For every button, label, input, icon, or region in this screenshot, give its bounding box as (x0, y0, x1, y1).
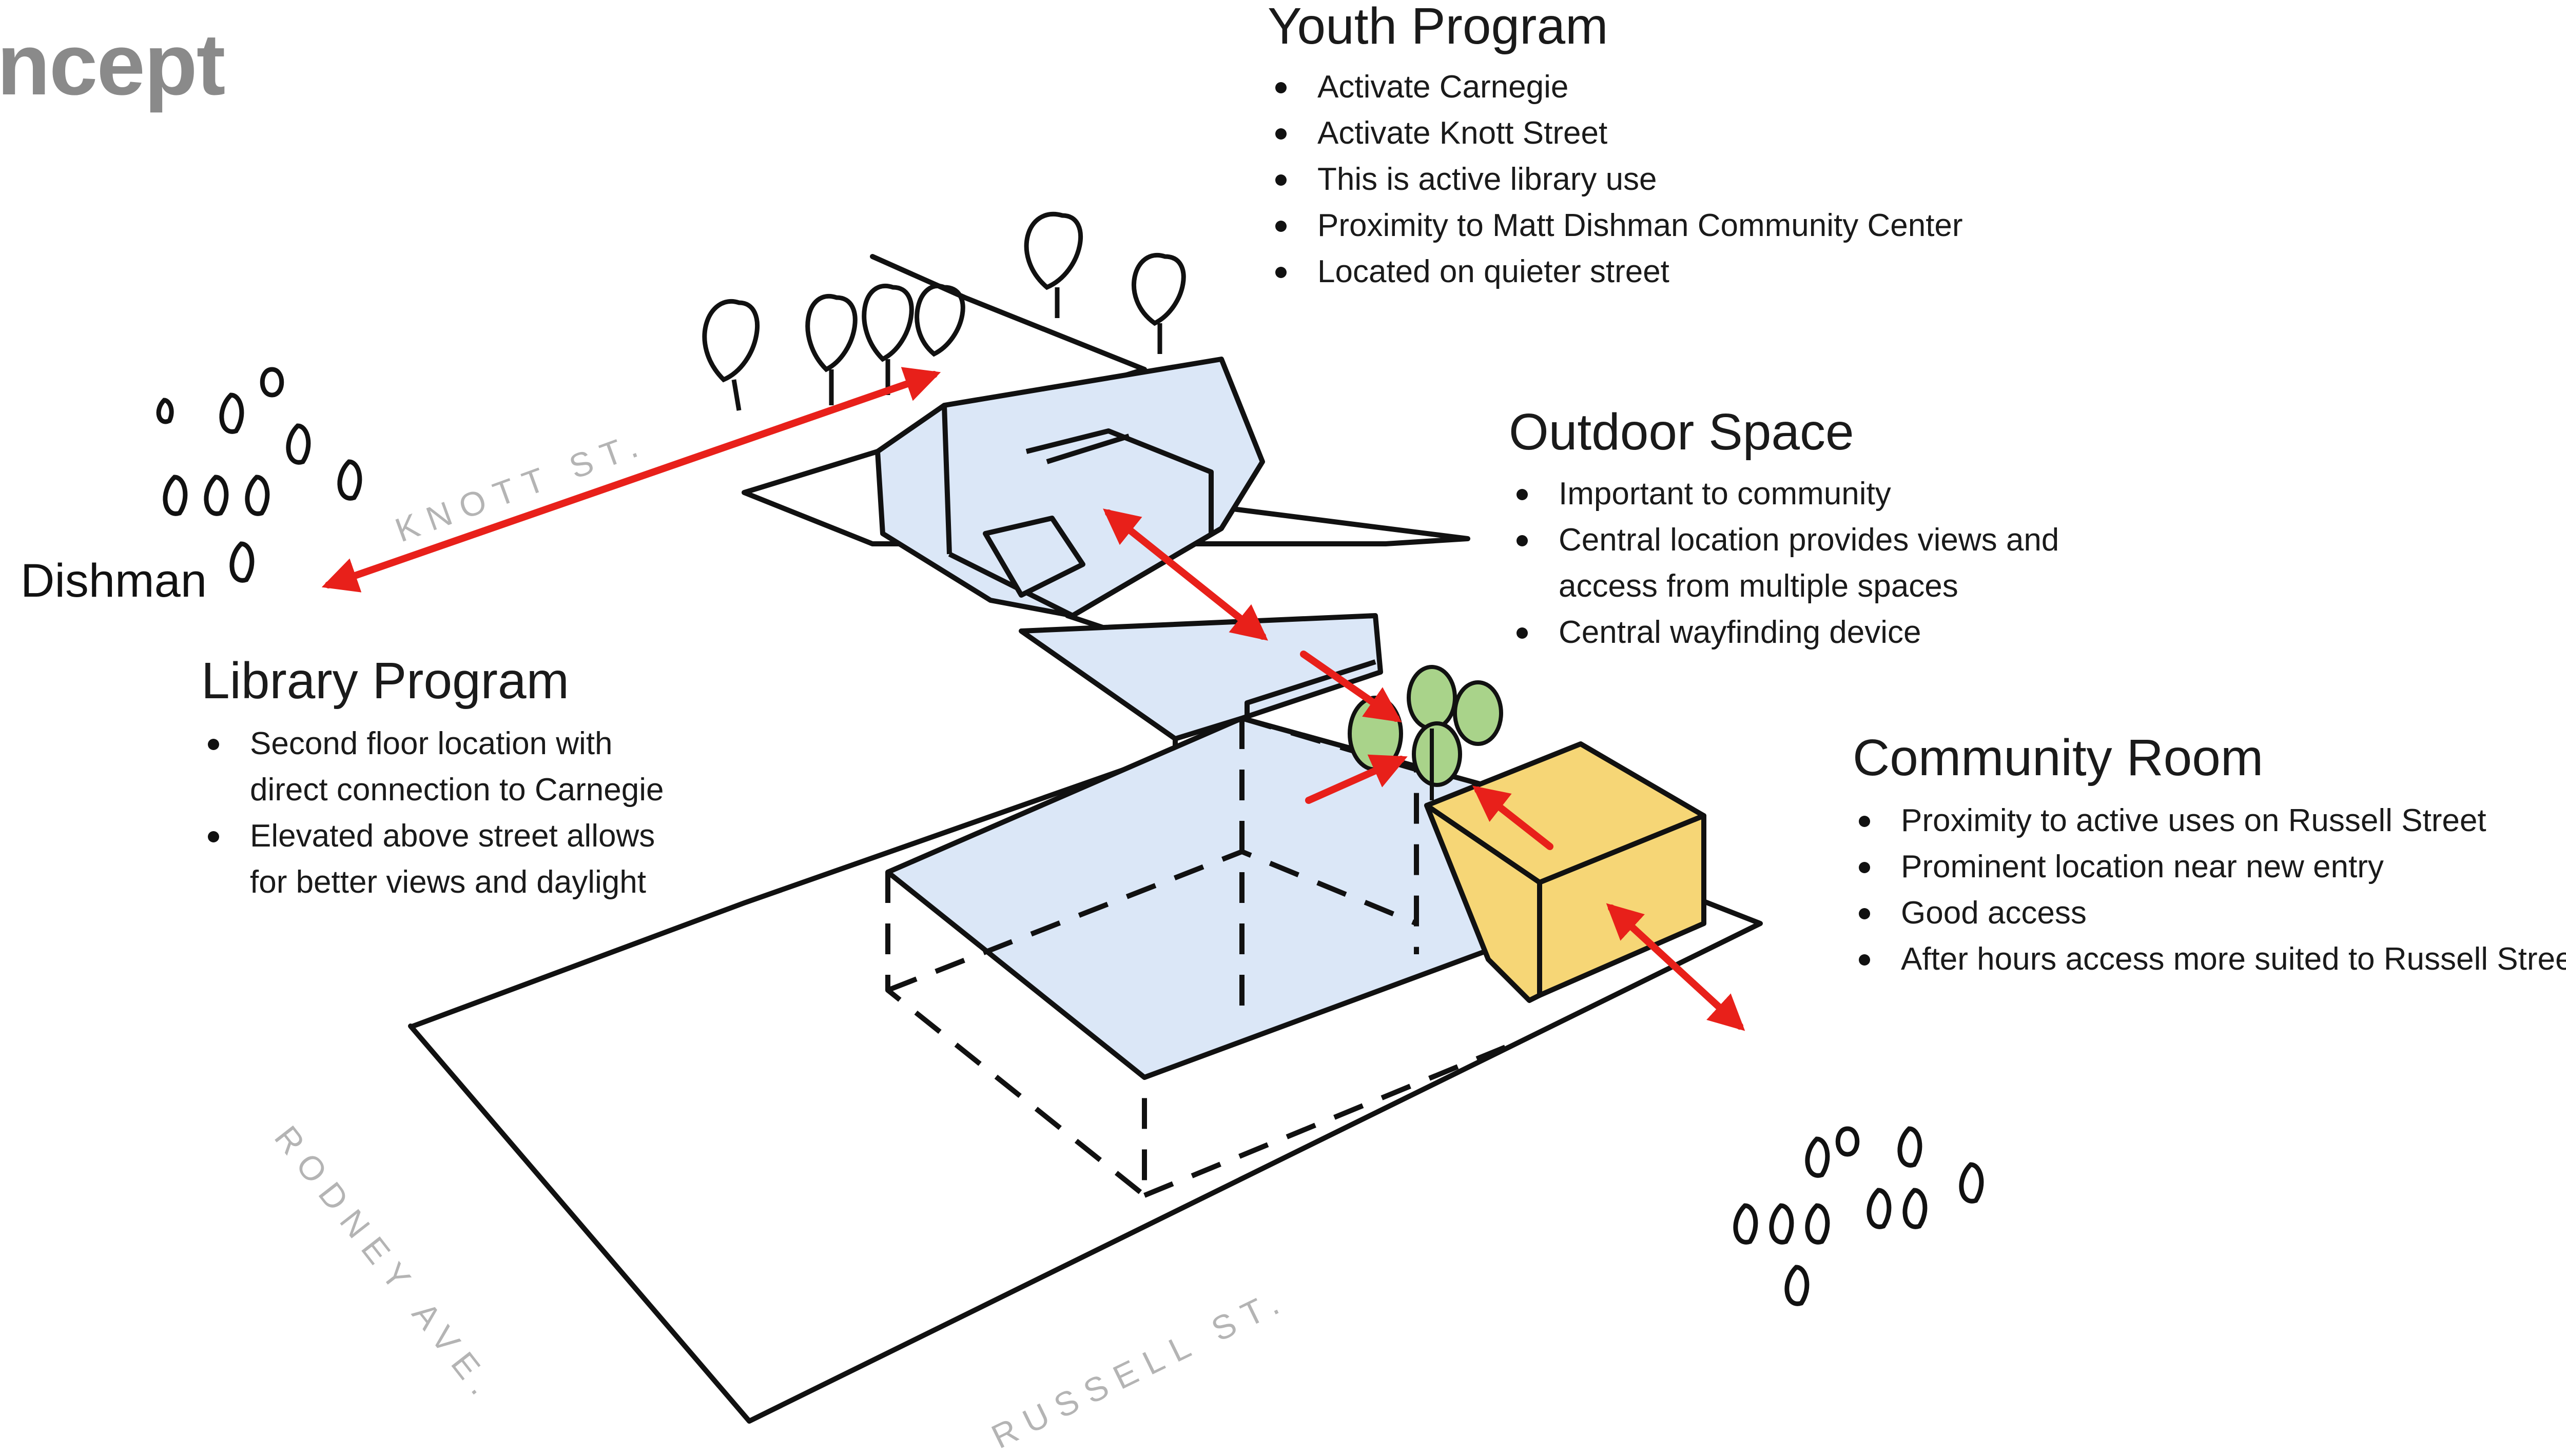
list-item: Central location provides views and (1511, 517, 2059, 563)
place-label-dishman: Dishman (21, 555, 207, 607)
community-room-list: Proximity to active uses on Russell Stre… (1854, 798, 2566, 982)
library-block (885, 613, 1542, 1198)
list-item: After hours access more suited to Russel… (1854, 936, 2566, 982)
list-item: Activate Knott Street (1270, 110, 1963, 156)
youth-program-list: Activate Carnegie Activate Knott Street … (1270, 64, 1963, 295)
library-program-list: Second floor location with direct connec… (203, 721, 664, 906)
list-item: Proximity to Matt Dishman Community Cent… (1270, 203, 1963, 249)
arrow-dishman-knott (321, 367, 941, 593)
list-item: Elevated above street allows (203, 813, 664, 859)
list-item-continuation: for better views and daylight (250, 864, 646, 900)
arrow-carnegie-outdoor (1103, 508, 1268, 641)
list-item: Important to community (1511, 471, 2059, 517)
list-item: Central wayfinding device (1511, 609, 2059, 656)
list-item: This is active library use (1270, 156, 1963, 203)
youth-program-heading: Youth Program (1268, 0, 1608, 55)
outdoor-space-list: Important to community Central location … (1511, 471, 2059, 656)
arrow-in-3 (1472, 785, 1553, 850)
arrow-in-2 (1305, 754, 1408, 804)
list-item-continuation: direct connection to Carnegie (250, 772, 664, 808)
community-room-heading: Community Room (1853, 729, 2264, 786)
list-item: Proximity to active uses on Russell Stre… (1854, 798, 2566, 844)
people-cluster-russell (1733, 1126, 1984, 1306)
arrow-community-russell (1606, 903, 1745, 1031)
list-item: Second floor location with (203, 721, 664, 767)
list-item-continuation: access from multiple spaces (1559, 568, 1958, 604)
slide-subtitle: ncept (0, 16, 225, 113)
list-item: Good access (1854, 890, 2566, 936)
carnegie-building (875, 357, 1265, 618)
outdoor-space-heading: Outdoor Space (1509, 403, 1854, 461)
library-program-heading: Library Program (201, 652, 569, 710)
list-item: Prominent location near new entry (1854, 844, 2566, 890)
connection-arrows (321, 367, 1745, 1031)
arrow-in-1 (1300, 651, 1402, 722)
list-item: Located on quieter street (1270, 249, 1963, 295)
people-cluster-dishman (156, 367, 362, 583)
list-item: Activate Carnegie (1270, 64, 1963, 110)
